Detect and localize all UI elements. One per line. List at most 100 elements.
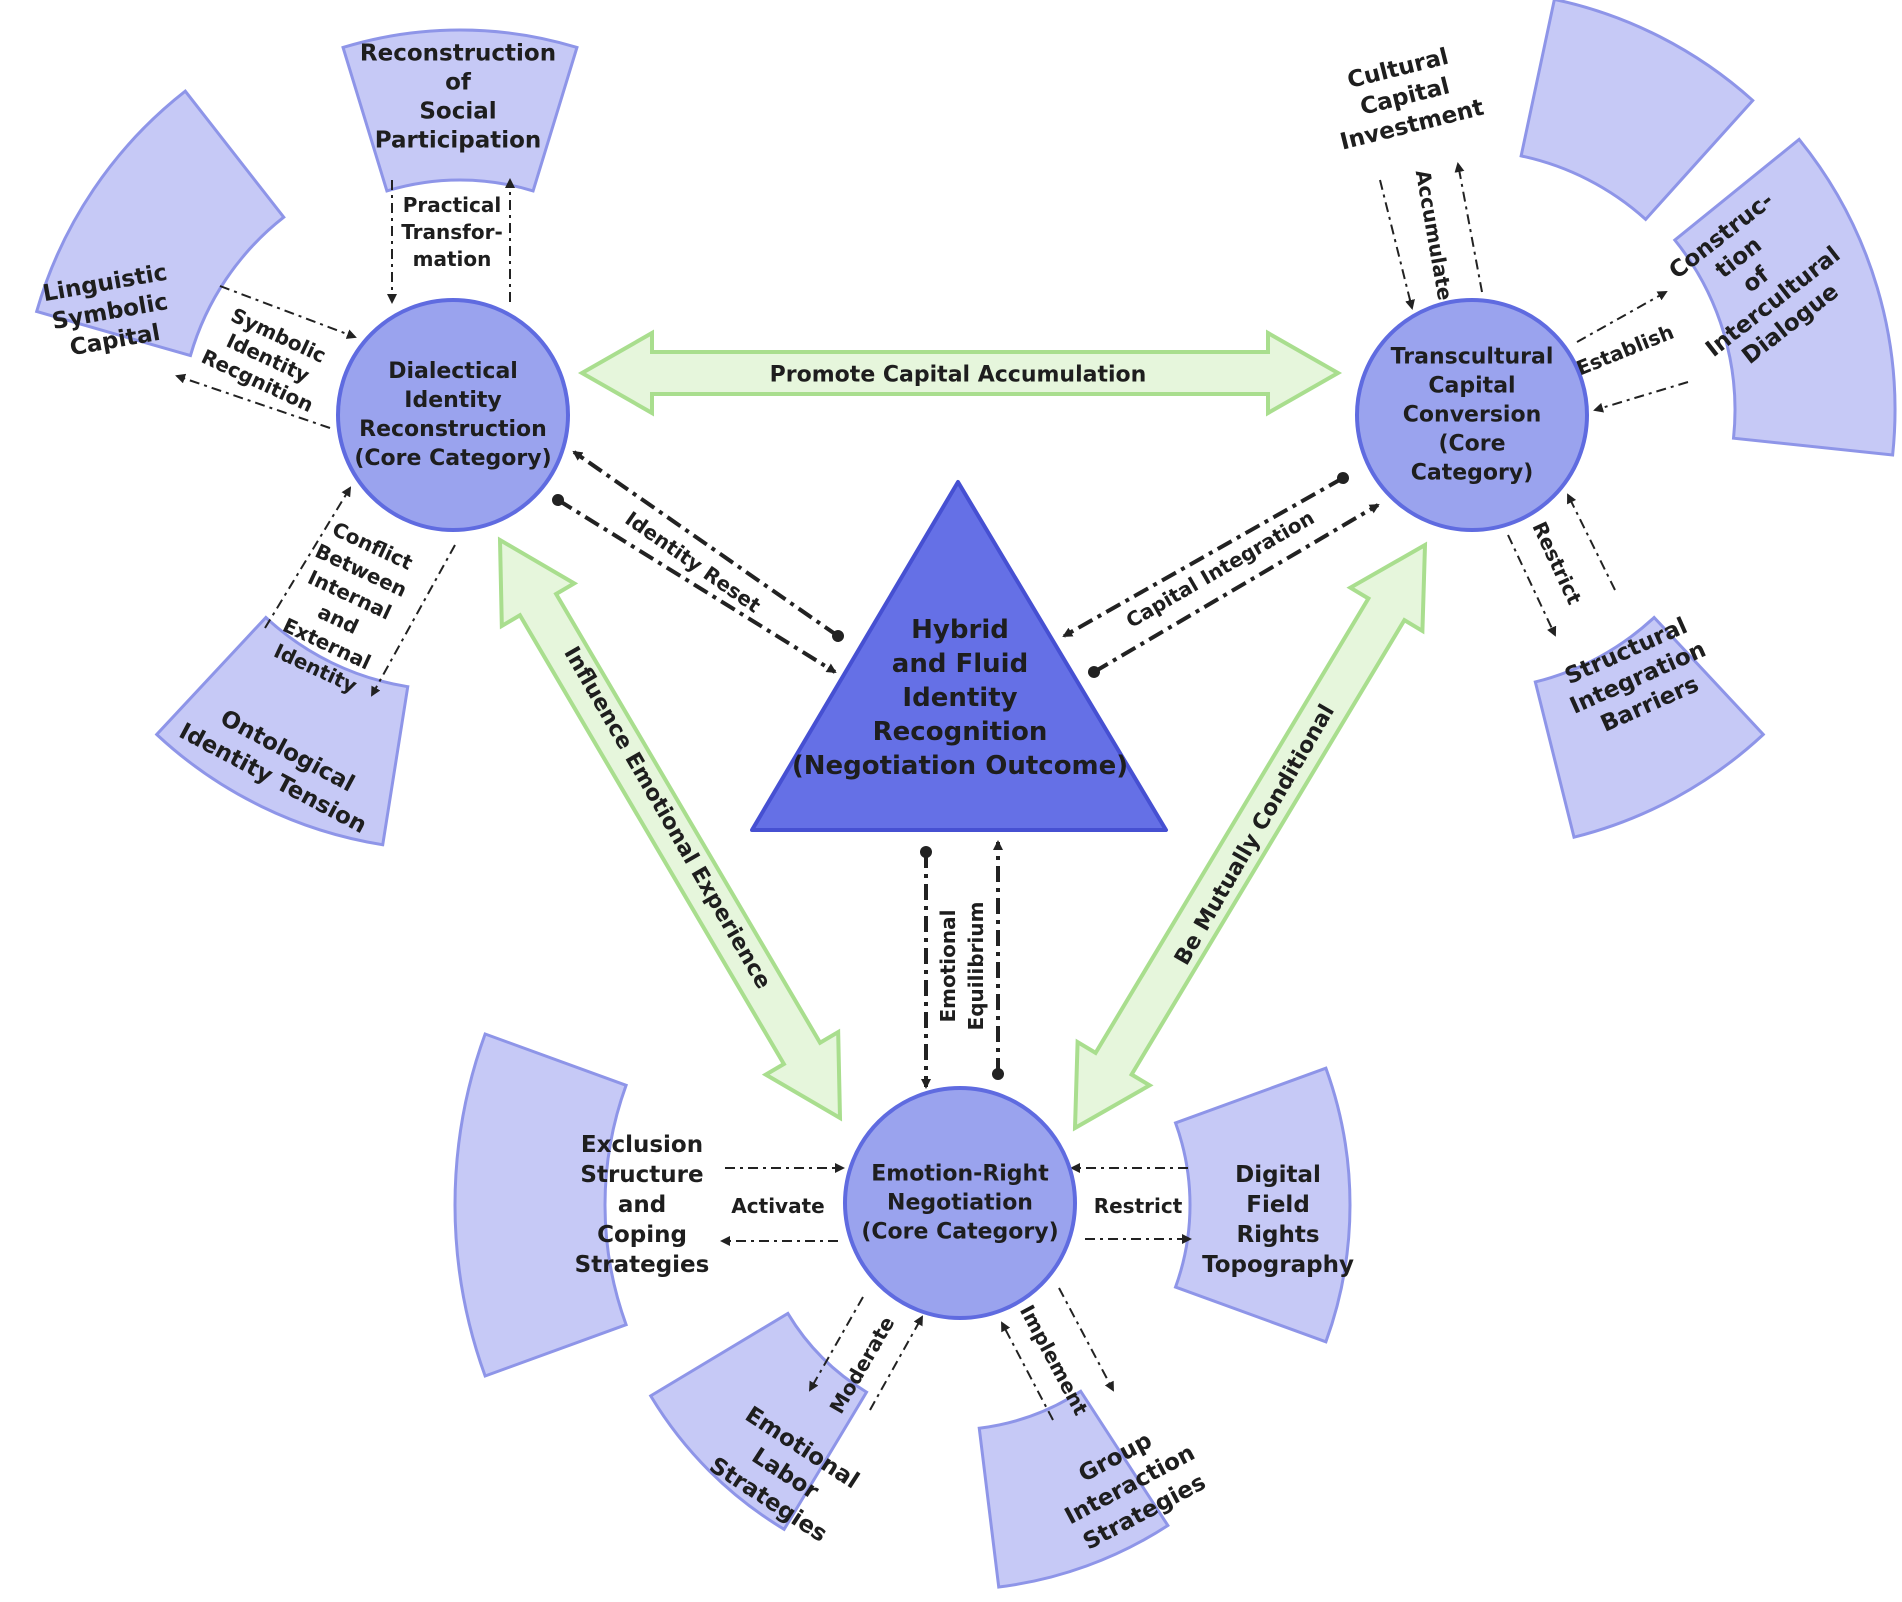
connector-ontological-in	[264, 486, 352, 629]
subcategory-social-participation-label-line: Participation	[375, 128, 542, 154]
connector-ontological-out	[371, 544, 456, 697]
connector-group-in	[1001, 1321, 1054, 1421]
connector-capital-integration-b	[1088, 503, 1380, 678]
subcategory-exclusion-structure-label-line: Coping	[597, 1222, 687, 1248]
connector-cultural-in	[1379, 179, 1415, 310]
label-identity-reset-line: Identity Reset	[621, 506, 766, 617]
subcategory-exclusion-structure-label-line: Strategies	[575, 1252, 710, 1278]
center-triangle-label-line: Hybrid	[911, 615, 1009, 645]
hub-transcultural-capital-label-line: Category)	[1411, 461, 1534, 486]
label-accumulate-line: Accumulate	[1411, 168, 1458, 302]
hub-transcultural-capital-label-line: Transcultural	[1391, 345, 1554, 370]
label-establish-line: Establish	[1573, 320, 1677, 381]
hub-dialectical-identity	[336, 298, 570, 532]
hub-dialectical-identity-label-line: (Core Category)	[354, 446, 551, 471]
label-practical-line: mation	[413, 247, 492, 271]
subcategory-emotional-labor	[648, 1311, 869, 1532]
connector-identity-reset-b	[572, 450, 844, 642]
subcategory-social-participation-label-line: Reconstruction	[360, 41, 556, 67]
subcategory-digital-rights-label-line: Field	[1246, 1192, 1310, 1218]
center-triangle-label-line: (Negotiation Outcome)	[792, 751, 1128, 781]
label-activate: Activate	[731, 1194, 824, 1218]
hub-dialectical-identity-label-line: Reconstruction	[359, 417, 547, 442]
connector-dialogue-in	[1593, 381, 1689, 413]
label-influence-emotional: Influence Emotional Experience	[558, 643, 775, 994]
connector-linguistic-out	[175, 373, 331, 429]
label-mutually-conditional: Be Mutually Conditional	[1170, 700, 1340, 969]
hub-dialectical-identity-label-line: Identity	[404, 388, 501, 413]
connector-dialogue-out	[1576, 291, 1668, 343]
connector-structural-in	[1567, 493, 1616, 591]
label-identity-reset: Identity Reset	[621, 506, 766, 617]
subcategory-structural-barriers	[1533, 615, 1766, 840]
label-emotional-equilibrium-line: Emotional	[936, 910, 960, 1023]
label-restrict-top-line: Restrict	[1527, 518, 1586, 609]
label-practical-line: Transfor-	[401, 220, 503, 244]
subcategory-social-participation-label-line: Social	[419, 99, 496, 125]
subcategory-exclusion-structure-label-line: Structure	[580, 1162, 703, 1188]
mutually-conditional-arrow	[1072, 541, 1428, 1132]
label-establish: Establish	[1573, 320, 1677, 381]
connector-structural-out	[1507, 534, 1557, 637]
major-relations-layer	[497, 329, 1428, 1132]
hub-emotion-right	[843, 1086, 1077, 1320]
hub-emotion-right-label-line: Emotion-Right	[871, 1162, 1049, 1187]
center-triangle-label-line: and Fluid	[892, 649, 1028, 679]
label-capital-integration-line: Capital Integration	[1122, 505, 1319, 632]
subcategory-digital-rights-label-line: Digital	[1235, 1162, 1321, 1188]
hub-transcultural-capital-label-line: Conversion	[1403, 403, 1541, 428]
subcategory-intercultural-dialogue	[1672, 137, 1897, 457]
subcategory-cultural-investment	[1519, 0, 1755, 222]
subcategory-exclusion-structure	[453, 1032, 629, 1378]
connector-linguistic-in	[219, 285, 357, 339]
center-triangle-label-line: Identity	[902, 683, 1017, 713]
subcategory-digital-rights-label-line: Rights	[1236, 1222, 1319, 1248]
label-mutually-conditional-line: Be Mutually Conditional	[1170, 700, 1340, 969]
label-activate-line: Activate	[731, 1194, 824, 1218]
connector-labor-out	[809, 1296, 864, 1392]
center-triangle	[750, 480, 1168, 832]
hub-emotion-right-label-line: (Core Category)	[861, 1220, 1058, 1245]
connector-layer	[175, 162, 1689, 1421]
connector-cultural-out	[1454, 162, 1483, 293]
subcategory-social-participation	[341, 28, 579, 193]
label-implement-line: Implement	[1015, 1301, 1093, 1420]
hub-transcultural-capital-label-line: Capital	[1428, 374, 1515, 399]
label-influence-emotional-line: Influence Emotional Experience	[558, 643, 775, 994]
connector-labor-in	[869, 1315, 923, 1411]
label-implement: Implement	[1015, 1301, 1093, 1420]
subcategory-exclusion-structure-label-line: and	[618, 1192, 666, 1218]
label-practical-line: Practical	[403, 193, 502, 217]
label-restrict-top: Restrict	[1527, 518, 1586, 609]
label-accumulate: Accumulate	[1411, 168, 1458, 302]
hub-dialectical-identity-label-line: Dialectical	[388, 359, 518, 384]
subcategory-digital-rights-label-line: Topography	[1202, 1252, 1354, 1278]
hub-transcultural-capital-label-line: (Core	[1438, 432, 1505, 457]
subcategory-ontological-tension	[154, 615, 410, 847]
subcategory-exclusion-structure-label-line: Exclusion	[581, 1132, 703, 1158]
label-promote-capital-line: Promote Capital Accumulation	[770, 363, 1147, 388]
connector-group-out	[1058, 1287, 1114, 1392]
label-promote-capital: Promote Capital Accumulation	[770, 363, 1147, 388]
hub-emotion-right-label-line: Negotiation	[887, 1191, 1033, 1216]
subcategory-digital-rights	[1173, 1066, 1352, 1344]
connector-identity-reset-a	[552, 494, 837, 674]
label-capital-integration: Capital Integration	[1122, 505, 1319, 632]
promote-capital-arrow	[577, 329, 1343, 417]
subcategory-group-interaction	[977, 1389, 1170, 1589]
subcategory-social-participation-label-line: of	[445, 70, 472, 96]
hub-transcultural-capital	[1355, 298, 1589, 532]
label-restrict-bottom: Restrict	[1094, 1194, 1183, 1218]
